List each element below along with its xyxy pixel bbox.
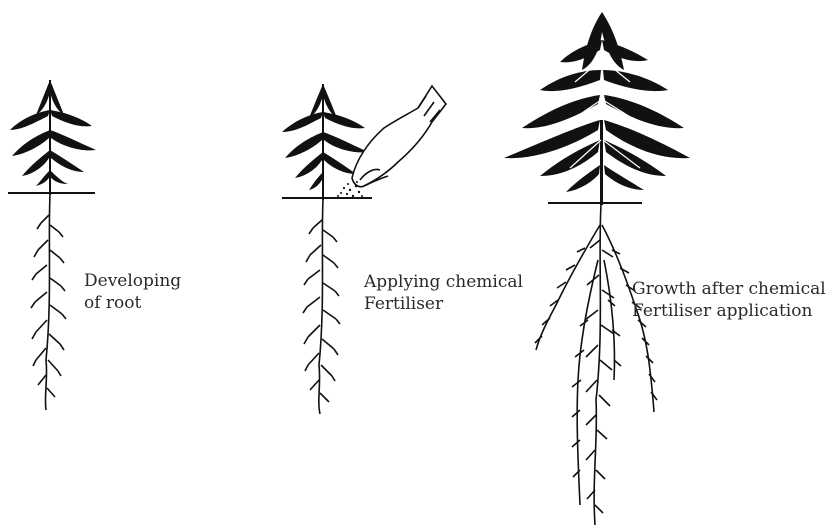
- hand-icon: [352, 86, 446, 187]
- stage-3-caption-line-1: Growth after chemical: [632, 278, 826, 300]
- stage-3-caption: Growth after chemical Fertiliser applica…: [632, 278, 826, 322]
- stage-2-caption-line-1: Applying chemical: [364, 271, 523, 293]
- stage-3-caption-line-2: Fertiliser application: [632, 300, 826, 322]
- plant-young: [8, 80, 96, 410]
- stage-2-caption-line-2: Fertiliser: [364, 293, 523, 315]
- root-medium: [303, 200, 340, 414]
- stage-2-caption: Applying chemical Fertiliser: [364, 271, 523, 315]
- root-large: [535, 205, 657, 525]
- foliage-large: [504, 12, 690, 192]
- plant-fertilised: [282, 84, 446, 414]
- stage-1-caption-line-1: Developing: [84, 270, 181, 292]
- plant-grown: [504, 12, 690, 525]
- foliage-small: [10, 80, 96, 186]
- root-small: [31, 195, 66, 410]
- stage-1-caption-line-2: of root: [84, 292, 181, 314]
- stage-1-caption: Developing of root: [84, 270, 181, 314]
